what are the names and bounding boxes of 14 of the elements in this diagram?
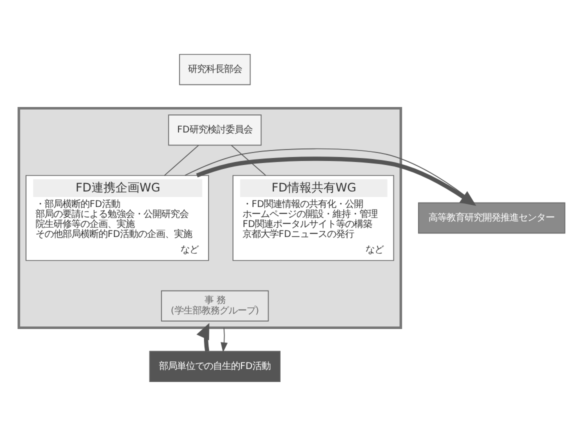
connector (184, 148, 475, 203)
node-box: 高等教育研究開発推進センター (418, 202, 566, 234)
node-box: FD連携企画WG ・部局横断的FD活動 部局の要請による勉強会・公開研究会 院生研修等の企画、実施 その他部局横断的FD活動の企画、実施 など (26, 174, 209, 260)
node-box: FD研究検討委員会 (168, 114, 262, 146)
connector (164, 144, 199, 176)
node-box: FD情報共有WG ・FD関連情報の共有化・公開 ホームページの開設・維持・管理 FD関連ポータルサイト等の構築 京都大学FDニュースの発行 など (232, 174, 394, 260)
arrow (196, 322, 210, 352)
cluster (18, 106, 402, 329)
node-box: 研究科長部会 (179, 53, 251, 85)
arrow (196, 156, 476, 206)
node-box: 事 務 (学生部教務グループ) (161, 290, 269, 321)
arrow (220, 326, 228, 352)
connector (230, 144, 266, 176)
node-box: 部局単位での自生的FD活動 (149, 350, 280, 382)
